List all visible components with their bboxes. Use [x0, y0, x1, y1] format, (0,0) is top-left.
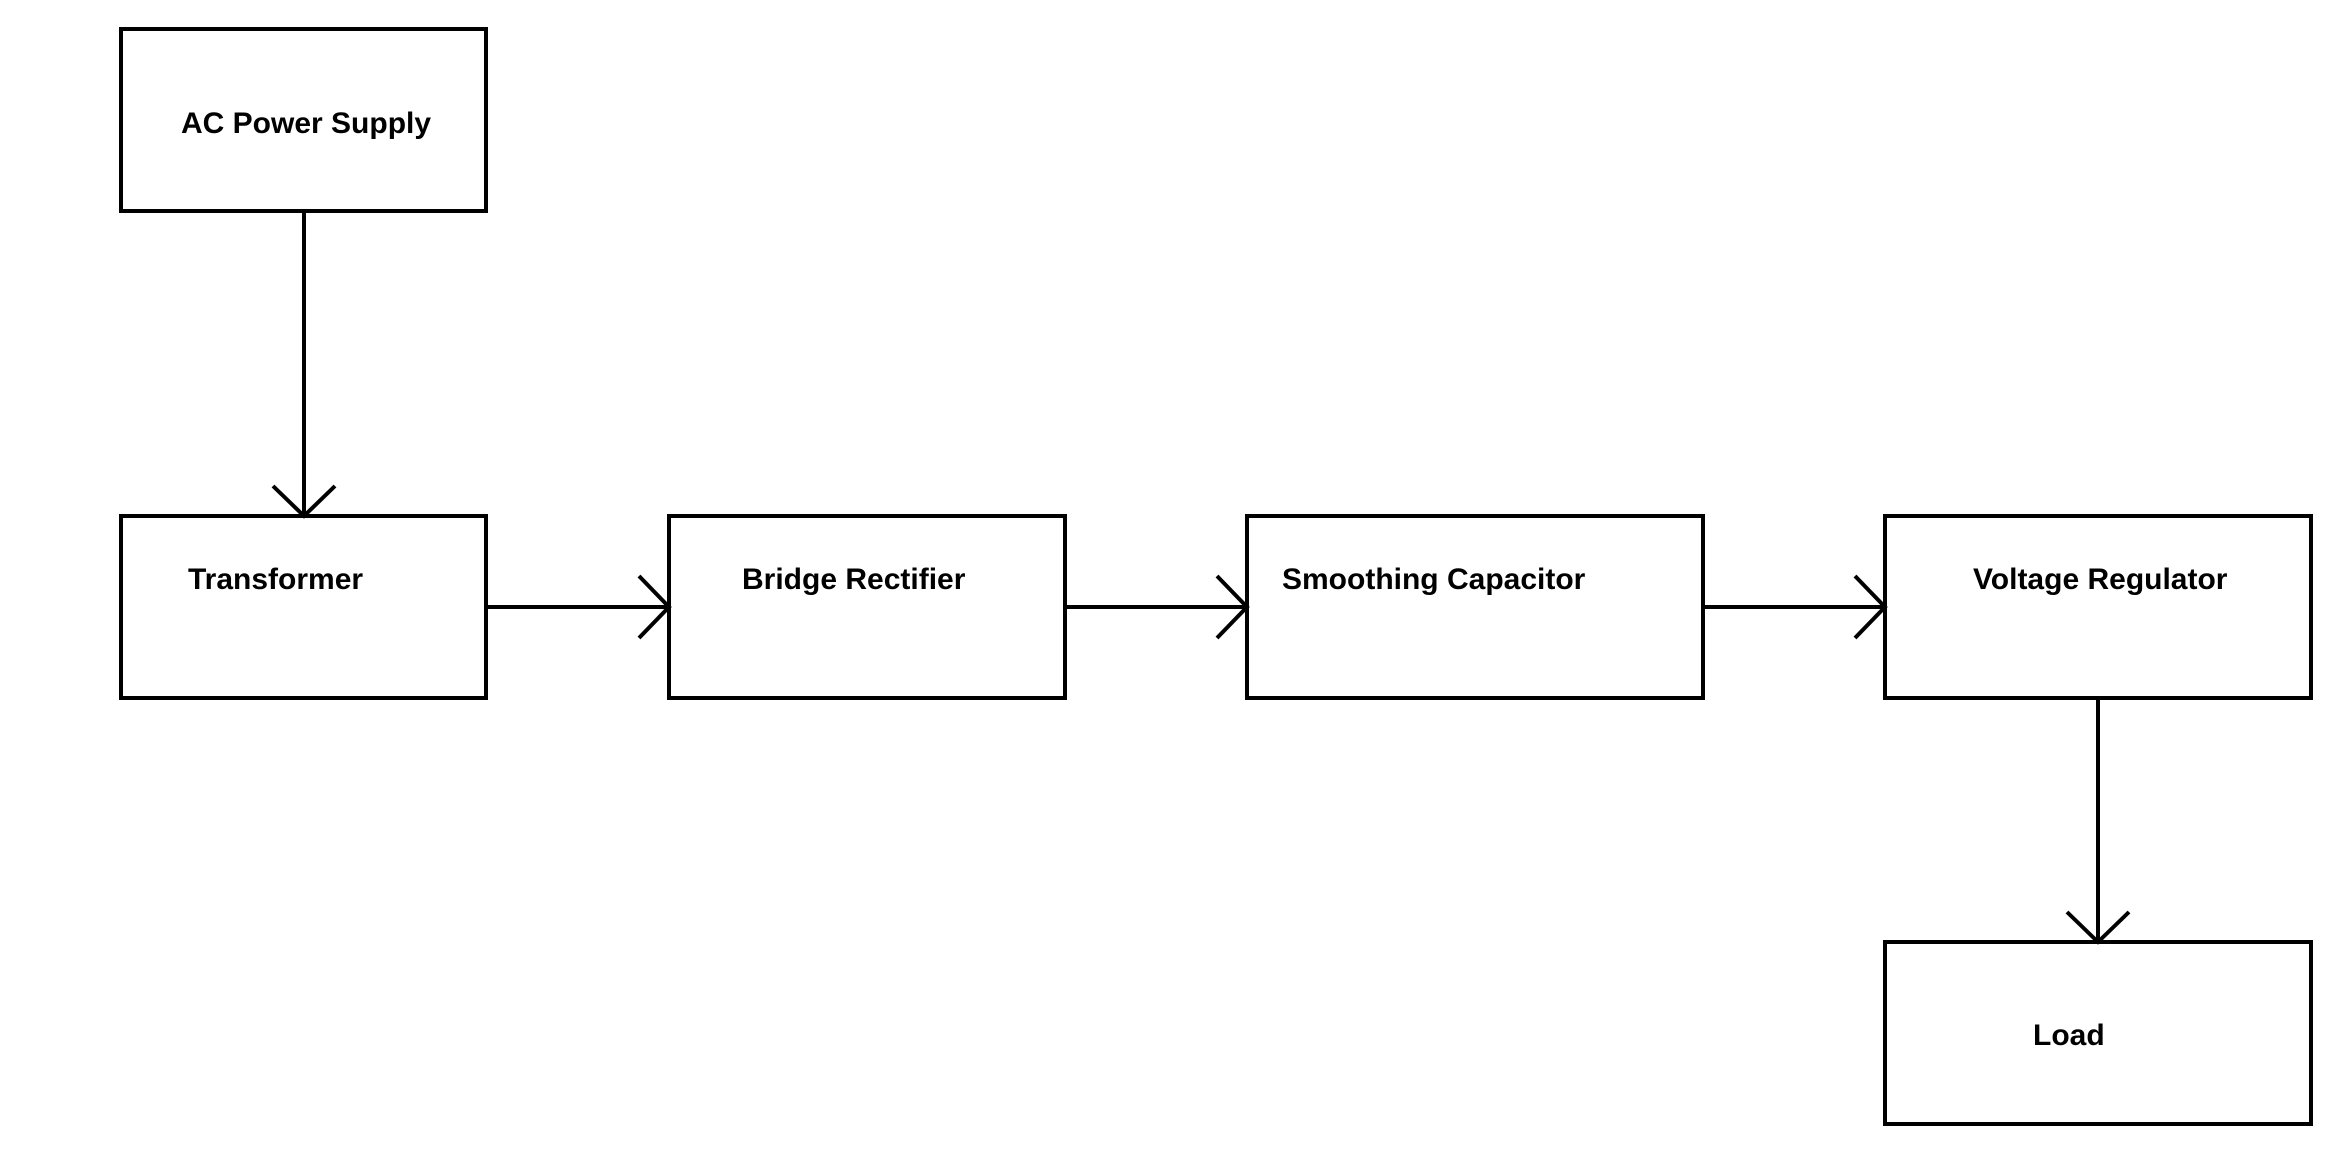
- load-box: [1883, 940, 2313, 1126]
- voltage-regulator-box: [1883, 514, 2313, 700]
- smoothing-capacitor-box: [1245, 514, 1705, 700]
- load-block: Load: [1883, 940, 2313, 1126]
- voltage-regulator-block: Voltage Regulator: [1883, 514, 2313, 700]
- arrow-transformer-to-rectifier: [486, 574, 672, 640]
- bridge-rectifier-box: [667, 514, 1067, 700]
- arrow-capacitor-to-regulator: [1703, 574, 1888, 640]
- arrowhead-down: [271, 484, 337, 519]
- ac-power-supply-box: [119, 27, 488, 213]
- ac-power-supply-block: AC Power Supply: [119, 27, 488, 213]
- voltage-regulator-label: Voltage Regulator: [1973, 563, 2228, 596]
- arrow-regulator-to-load: [2065, 698, 2131, 945]
- bridge-rectifier-block: Bridge Rectifier: [667, 514, 1067, 700]
- transformer-block: Transformer: [119, 514, 488, 700]
- arrowhead-right: [1853, 574, 1888, 640]
- transformer-label: Transformer: [188, 563, 363, 596]
- arrow-ac-to-transformer: [271, 211, 337, 519]
- arrowhead-right: [1215, 574, 1250, 640]
- smoothing-capacitor-label: Smoothing Capacitor: [1282, 563, 1586, 596]
- bridge-rectifier-label: Bridge Rectifier: [742, 563, 966, 596]
- arrowhead-right: [637, 574, 672, 640]
- ac-power-supply-label: AC Power Supply: [181, 107, 431, 140]
- load-label: Load: [2033, 1019, 2105, 1052]
- smoothing-capacitor-block: Smoothing Capacitor: [1245, 514, 1705, 700]
- transformer-box: [119, 514, 488, 700]
- arrow-rectifier-to-capacitor: [1065, 574, 1250, 640]
- arrowhead-down: [2065, 910, 2131, 945]
